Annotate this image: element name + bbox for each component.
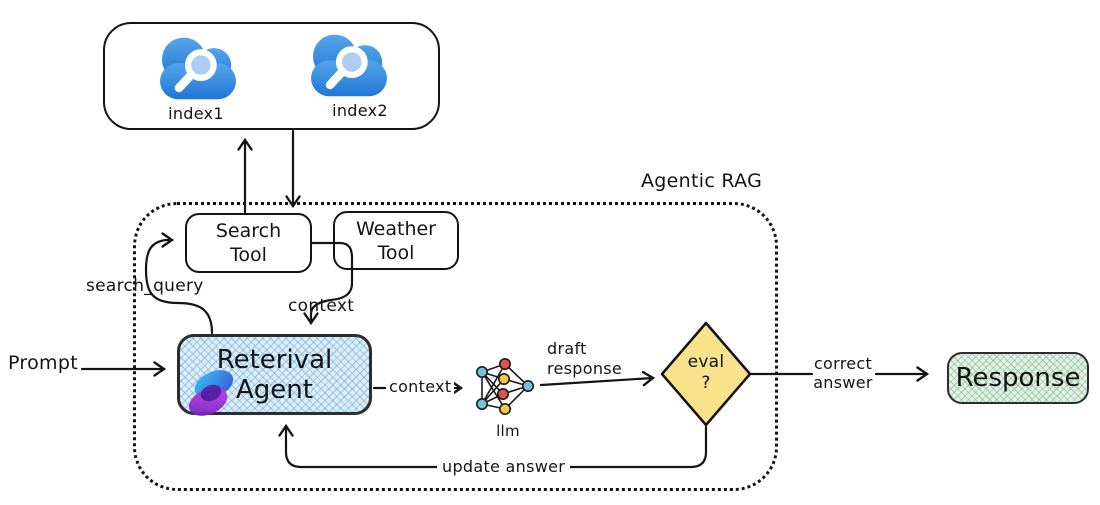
draft-response-line2: response: [547, 359, 623, 378]
search-cloud-icon: [160, 37, 236, 100]
magnifier-icon: [174, 49, 217, 93]
context-edge-label-llm: context: [386, 377, 455, 396]
llm-label: llm: [496, 422, 520, 440]
weather-tool-node: Weather Tool: [333, 211, 459, 270]
agentic-rag-boundary: [133, 202, 778, 491]
correct-answer-line2: answer: [813, 373, 873, 392]
correct-answer-line1: correct: [813, 354, 873, 373]
llm-nodes: [476, 358, 534, 415]
agent-label-line2: Agent: [236, 374, 313, 405]
update-answer-edge-label: update answer: [437, 457, 571, 476]
agent-logo-icon: [188, 370, 234, 416]
llm-edges: [481, 363, 529, 410]
retrieval-agent-node: Reterival Agent: [177, 334, 372, 416]
index1-label: index1: [168, 104, 224, 123]
agent-label-line1: Reterival: [216, 344, 333, 375]
weather-tool-label-line2: Tool: [377, 241, 415, 264]
context-edge-label-tool: context: [288, 296, 355, 316]
search-tool-node: Search Tool: [185, 213, 312, 273]
search-tool-label-line1: Search: [215, 220, 282, 242]
magnifier-icon: [325, 46, 368, 90]
weather-tool-label-line1: Weather: [356, 217, 436, 240]
draft-response-edge-label: draft response: [547, 339, 622, 379]
search-query-edge-label: search_query: [86, 276, 204, 296]
eval-label-line1: eval: [687, 352, 725, 372]
index2-label: index2: [332, 101, 388, 120]
agentic-rag-title: Agentic RAG: [641, 170, 763, 192]
response-label: Response: [955, 363, 1081, 393]
prompt-label: Prompt: [8, 352, 78, 374]
response-node: Response: [947, 352, 1089, 404]
eval-label-line2: ?: [701, 373, 711, 393]
search-tool-label-line2: Tool: [230, 244, 267, 266]
draft-response-line1: draft: [547, 339, 587, 358]
search-cloud-icon: [311, 34, 387, 97]
correct-answer-edge-label: correct answer: [810, 354, 876, 392]
llm-network-icon: [476, 358, 534, 415]
eval-label: eval ?: [671, 352, 741, 394]
